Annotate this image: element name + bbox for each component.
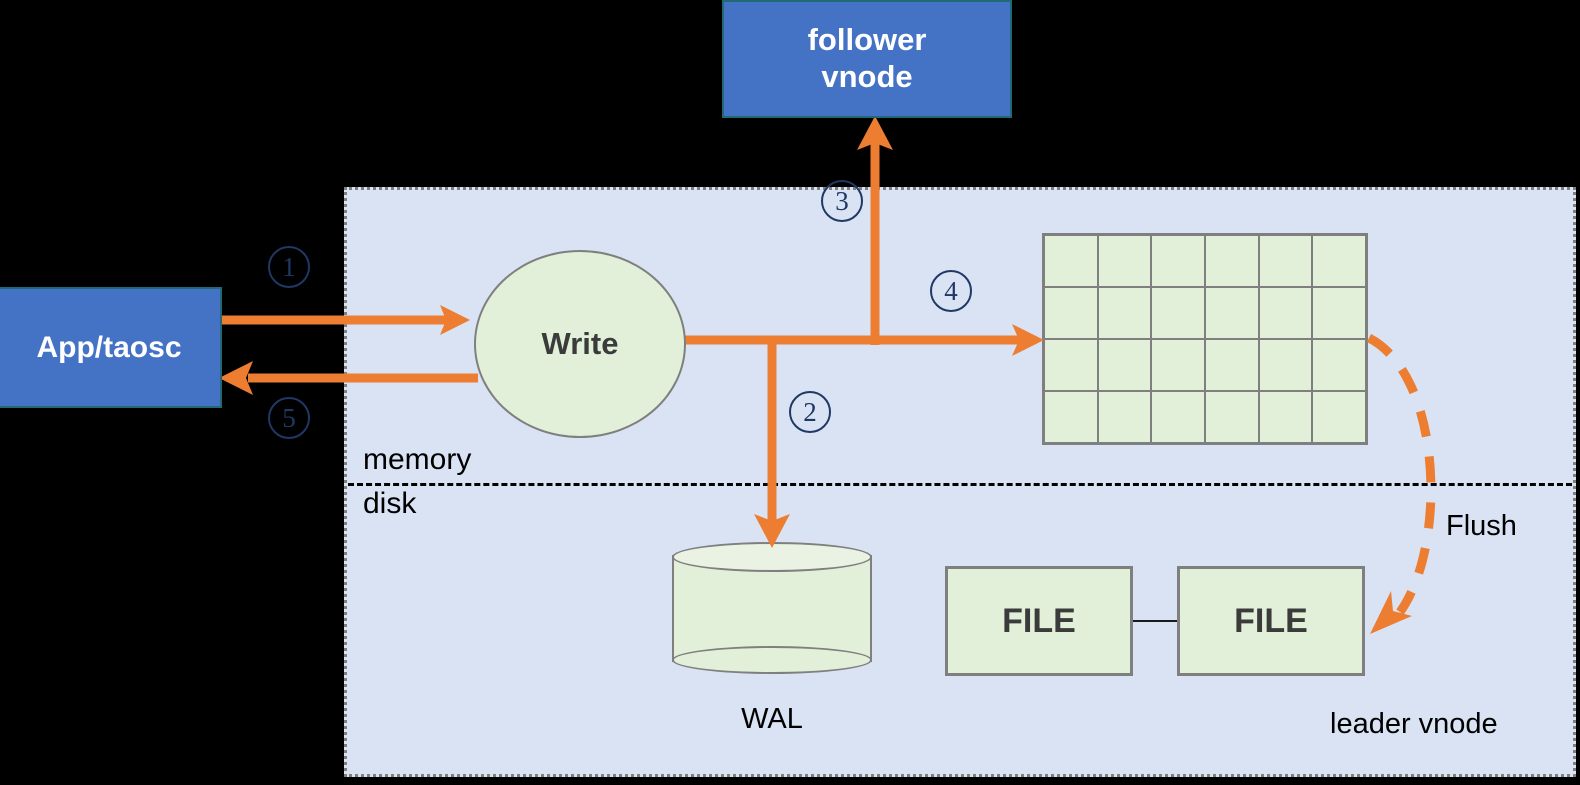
memtable-cell bbox=[1313, 236, 1365, 286]
write-node[interactable]: Write bbox=[474, 250, 686, 438]
wal-cylinder-top bbox=[672, 542, 872, 572]
memtable-cell bbox=[1259, 288, 1312, 338]
follower-vnode-line1: follower bbox=[807, 22, 927, 58]
memtable-cell bbox=[1152, 288, 1204, 338]
wal-cylinder-body bbox=[672, 555, 872, 662]
memtable-cell bbox=[1098, 340, 1151, 390]
follower-vnode-node[interactable]: follower vnode bbox=[722, 0, 1012, 118]
memtable-cell bbox=[1045, 288, 1097, 338]
memtable-cell bbox=[1206, 288, 1258, 338]
memtable-cell bbox=[1313, 340, 1365, 390]
app-taosc-node[interactable]: App/taosc bbox=[0, 287, 222, 408]
memtable-cell bbox=[1206, 236, 1258, 286]
step-marker-4: 4 bbox=[930, 270, 972, 312]
step-marker-1: 1 bbox=[268, 246, 310, 288]
memtable-cell bbox=[1045, 340, 1097, 390]
memory-disk-divider bbox=[348, 483, 1572, 486]
wal-label: WAL bbox=[741, 703, 803, 735]
file-box-2[interactable]: FILE bbox=[1177, 566, 1365, 676]
step-marker-5: 5 bbox=[268, 397, 310, 439]
memtable-cell bbox=[1313, 288, 1365, 338]
memtable-cell bbox=[1045, 236, 1097, 286]
memtable-cell bbox=[1206, 340, 1258, 390]
memory-region-label: memory bbox=[363, 443, 472, 476]
memtable-cell bbox=[1259, 340, 1312, 390]
flush-edge-label: Flush bbox=[1446, 510, 1517, 542]
memtable-cell bbox=[1098, 392, 1151, 442]
memtable-cell bbox=[1313, 392, 1365, 442]
step-marker-2: 2 bbox=[789, 391, 831, 433]
leader-vnode-label: leader vnode bbox=[1330, 708, 1498, 740]
memtable-cell bbox=[1152, 340, 1204, 390]
follower-vnode-line2: vnode bbox=[821, 59, 913, 94]
memtable-grid[interactable] bbox=[1042, 233, 1368, 445]
file-connector-line bbox=[1133, 620, 1177, 622]
memtable-cell bbox=[1045, 392, 1097, 442]
step-marker-3: 3 bbox=[821, 180, 863, 222]
disk-region-label: disk bbox=[363, 487, 417, 520]
memtable-cell bbox=[1152, 392, 1204, 442]
memtable-cell bbox=[1206, 392, 1258, 442]
wal-cylinder[interactable] bbox=[672, 542, 872, 675]
file-box-1[interactable]: FILE bbox=[945, 566, 1133, 676]
memtable-cell bbox=[1152, 236, 1204, 286]
memtable-cell bbox=[1098, 288, 1151, 338]
follower-vnode-label: follower vnode bbox=[808, 22, 927, 95]
memtable-cell bbox=[1259, 392, 1312, 442]
memtable-cell bbox=[1098, 236, 1151, 286]
wal-cylinder-bottom bbox=[672, 646, 872, 674]
memtable-cell bbox=[1259, 236, 1312, 286]
